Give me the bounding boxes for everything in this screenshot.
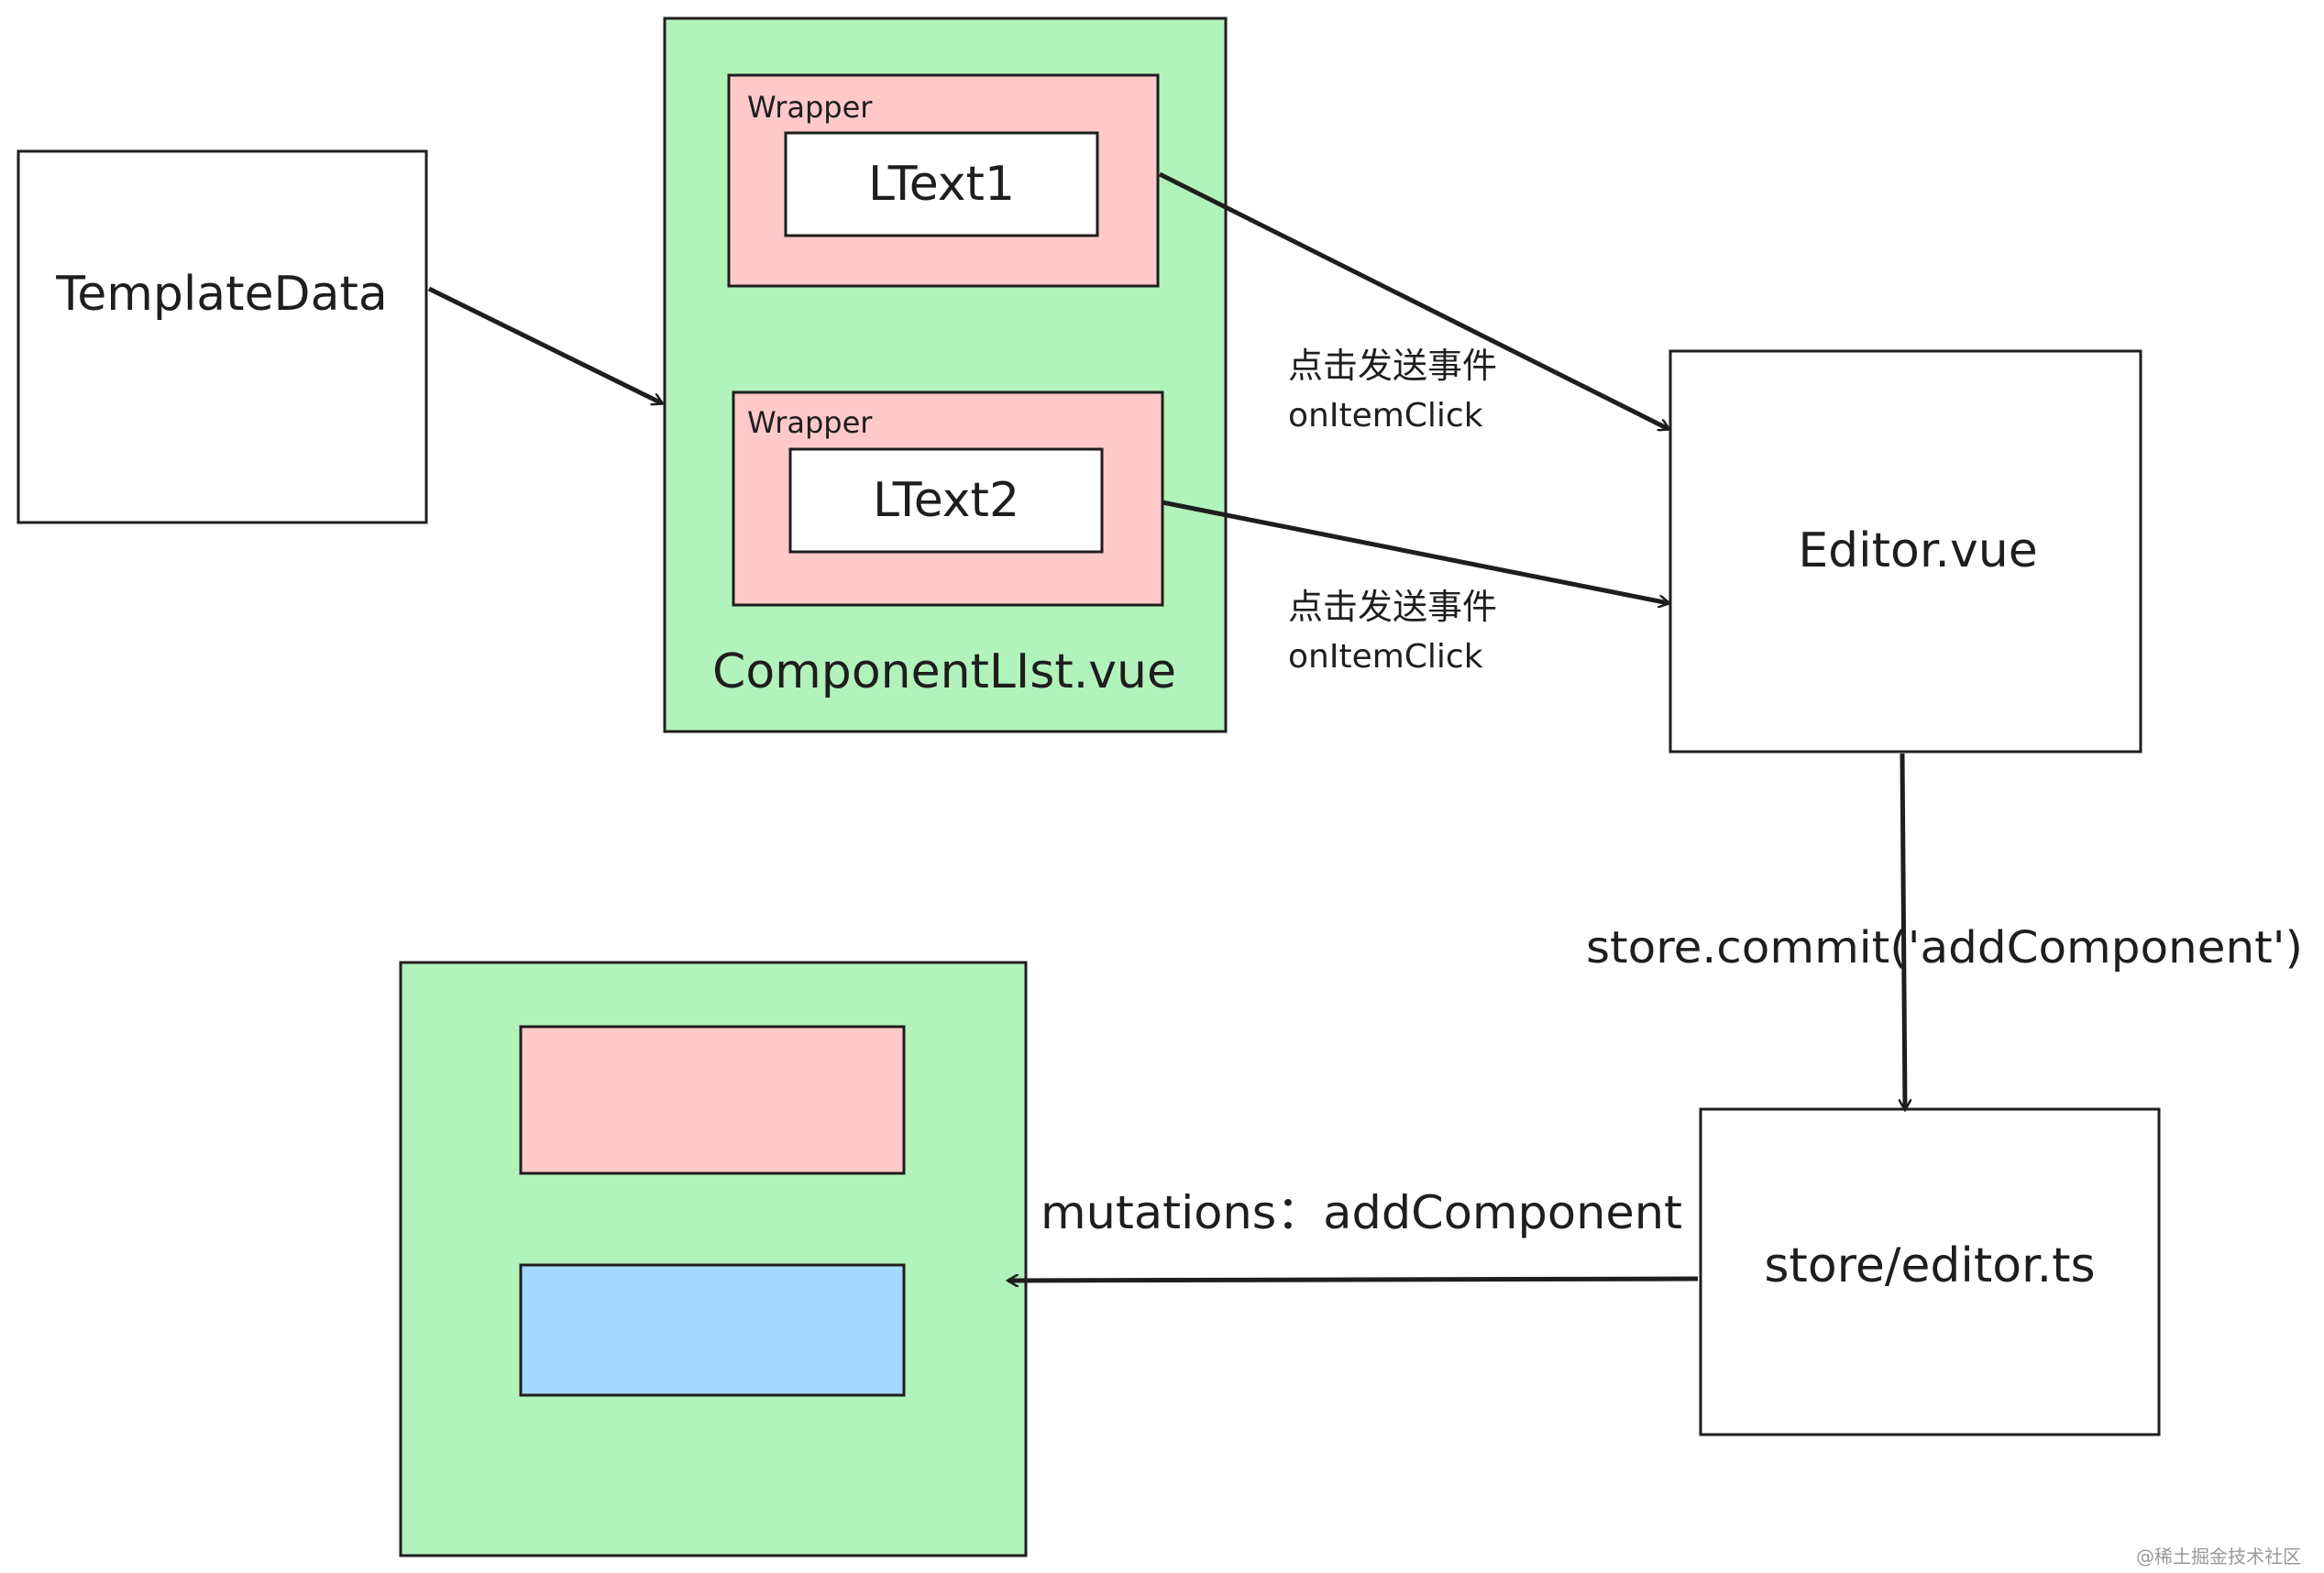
click2-line2: onItemClick	[1288, 638, 1483, 676]
arrow-store-to-result	[1008, 1279, 1699, 1281]
watermark: @稀土掘金技术社区	[2136, 1546, 2301, 1568]
ltext2-label: LText2	[873, 473, 1019, 528]
wrapper1-label: Wrapper	[747, 90, 873, 125]
ltext1-label: LText1	[868, 157, 1015, 212]
arrow-editor-to-store	[1902, 753, 1905, 1109]
click1-line1: 点击发送事件	[1288, 346, 1497, 386]
ltext2-box	[788, 447, 1104, 554]
store-node: store/editor.ts	[1699, 1107, 2161, 1436]
edge-label-click2: 点击发送事件 onItemClick	[1288, 587, 1497, 676]
commit-label: store.commit('addComponent')	[1586, 922, 2303, 974]
store-label: store/editor.ts	[1764, 1238, 2095, 1293]
wrapper2-label: Wrapper	[747, 405, 873, 440]
component-list-node: Wrapper LText1 Wrapper LText2 ComponentL…	[663, 16, 1228, 733]
mutation-label: mutations：addComponent	[1041, 1186, 1682, 1239]
editor-node: Editor.vue	[1669, 349, 2142, 754]
edge-label-click1: 点击发送事件 onItemClick	[1288, 346, 1497, 434]
result-red-block	[519, 1025, 906, 1175]
wrapper1-node: Wrapper LText1	[727, 73, 1160, 288]
click1-line2: onItemClick	[1288, 397, 1483, 434]
result-blue-block	[519, 1263, 906, 1397]
editor-label: Editor.vue	[1798, 523, 2037, 578]
template-data-label: TemplateData	[55, 267, 387, 322]
ltext1-box	[784, 131, 1099, 237]
arrow-ltext2-to-editor	[1162, 500, 1669, 603]
arrow-ltext1-to-editor	[1158, 171, 1669, 429]
component-list-label: ComponentLIst.vue	[712, 644, 1176, 699]
wrapper2-node: Wrapper LText2	[732, 390, 1164, 607]
result-list-node	[399, 961, 1028, 1557]
click2-line1: 点击发送事件	[1288, 587, 1497, 627]
arrow-template-to-list	[427, 286, 662, 403]
template-data-node: TemplateData	[17, 149, 428, 524]
